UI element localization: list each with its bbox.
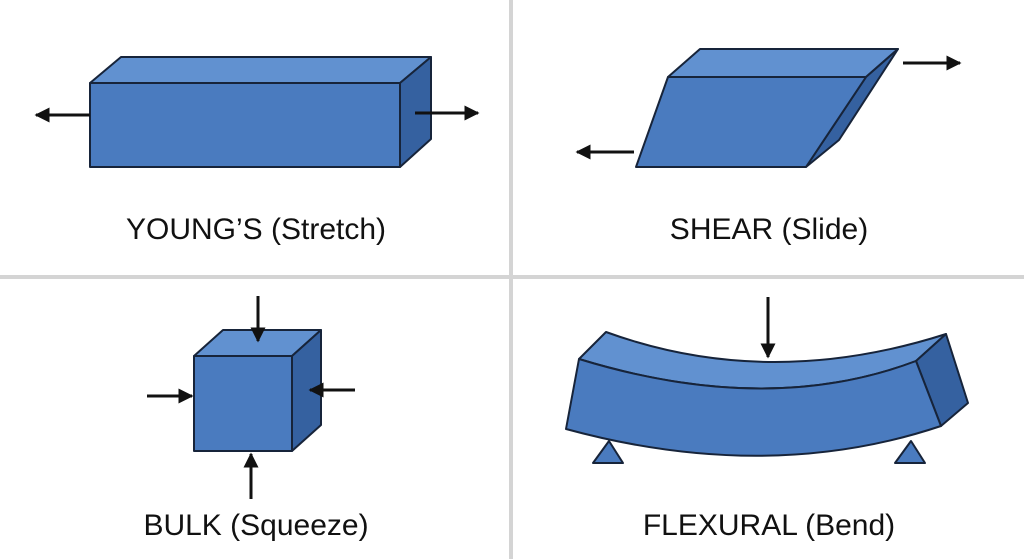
support-right	[894, 440, 926, 464]
label-flexural: FLEXURAL (Bend)	[642, 509, 896, 542]
panel-flexural: FLEXURAL (Bend)	[513, 279, 1024, 559]
label-bulk: BULK (Squeeze)	[143, 509, 369, 542]
bar-top-face	[89, 56, 432, 84]
beam-front-face	[565, 358, 942, 457]
horizontal-divider	[0, 275, 1024, 279]
sheared-block-icon	[575, 48, 962, 168]
compressed-cube-icon	[147, 296, 355, 499]
panel-bulk: BULK (Squeeze)	[0, 279, 509, 559]
vertical-divider	[509, 0, 513, 559]
cube-front-face	[193, 355, 293, 452]
label-youngs: YOUNG’S (Stretch)	[125, 213, 387, 246]
stretched-bar-icon	[34, 56, 480, 168]
shear-top-face	[667, 48, 899, 78]
panel-shear: SHEAR (Slide)	[513, 0, 1024, 275]
bar-front-face	[89, 82, 401, 168]
support-left	[592, 440, 624, 464]
shear-front-face	[635, 76, 867, 168]
panel-youngs: YOUNG’S (Stretch)	[0, 0, 509, 275]
label-shear: SHEAR (Slide)	[669, 213, 869, 246]
bent-beam-icon	[565, 297, 969, 464]
